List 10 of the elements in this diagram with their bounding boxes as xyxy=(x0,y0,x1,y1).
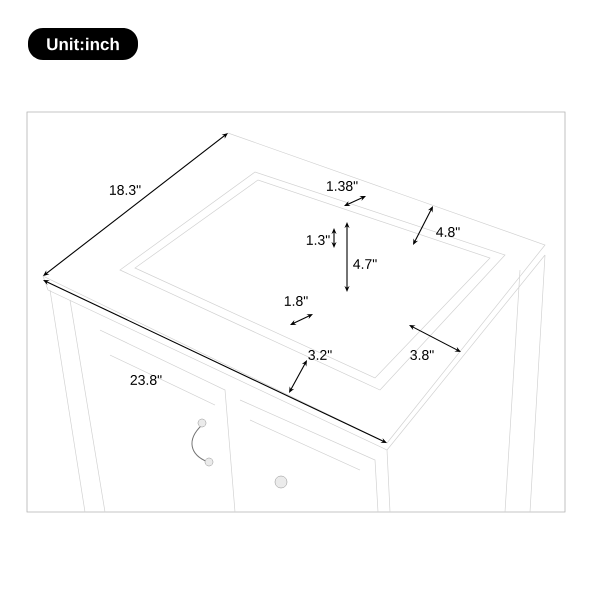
dimension-label: 1.8" xyxy=(284,296,308,306)
dimension-label: 4.7" xyxy=(353,259,377,269)
dimension-label: 23.8" xyxy=(130,375,162,385)
dimension-label: 3.2" xyxy=(308,350,332,360)
dimension-label: 1.3" xyxy=(306,235,330,245)
dimension-label: 3.8" xyxy=(410,350,434,360)
dimension-label: 18.3" xyxy=(110,185,140,195)
dimension-label: 1.38" xyxy=(326,181,358,191)
dimension-label: 4.8" xyxy=(436,227,460,237)
unit-badge: Unit:inch xyxy=(28,28,138,60)
